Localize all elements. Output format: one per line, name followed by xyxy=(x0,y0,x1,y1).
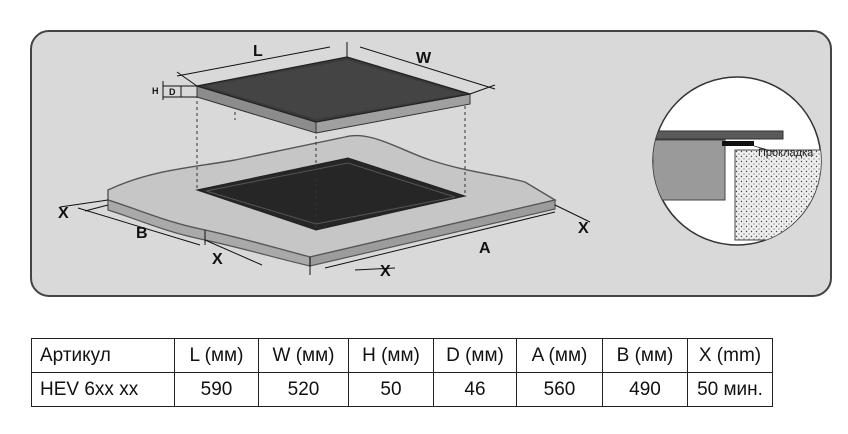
header-depth: D (мм) xyxy=(433,338,517,373)
cell-depth: 46 xyxy=(433,372,517,407)
label-width: W xyxy=(416,50,432,67)
detail-hob-glass xyxy=(653,130,784,140)
label-height: H xyxy=(152,86,159,96)
header-height: H (мм) xyxy=(348,338,434,373)
label-clearance-right: X xyxy=(578,220,589,237)
cell-clearance: 50 мин. xyxy=(687,372,773,407)
label-depth: D xyxy=(169,87,176,97)
detail-circle: Прокладка xyxy=(652,76,822,246)
spec-table: Артикул L (мм) W (мм) H (мм) D (мм) A (м… xyxy=(31,338,773,407)
label-length: L xyxy=(253,43,263,60)
cutout-inner-wall xyxy=(205,162,456,225)
header-length: L (мм) xyxy=(174,338,259,373)
cell-cutout-a: 560 xyxy=(516,372,603,407)
installation-diagram: L W H D X B X X A X Прокладка xyxy=(30,30,832,297)
cell-article: HEV 6xx xx xyxy=(31,372,175,407)
cell-length: 590 xyxy=(174,372,259,407)
cell-width: 520 xyxy=(258,372,349,407)
cell-cutout-b: 490 xyxy=(602,372,688,407)
label-clearance-front: X xyxy=(380,263,391,280)
header-article: Артикул xyxy=(31,338,175,373)
header-cutout-b: B (мм) xyxy=(602,338,688,373)
cutout-opening xyxy=(195,157,467,231)
label-cutout-a: A xyxy=(479,240,491,257)
header-cutout-a: A (мм) xyxy=(516,338,603,373)
cell-height: 50 xyxy=(348,372,434,407)
gasket-label: Прокладка xyxy=(758,147,814,159)
header-width: W (мм) xyxy=(258,338,349,373)
header-clearance: X (mm) xyxy=(687,338,773,373)
hob-glass-highlight xyxy=(205,60,462,119)
table-header-row: Артикул L (мм) W (мм) H (мм) D (мм) A (м… xyxy=(31,338,773,373)
label-clearance-left: X xyxy=(58,205,69,222)
dimension-lines xyxy=(59,42,591,275)
label-clearance-front-left: X xyxy=(212,251,223,268)
detail-gasket xyxy=(722,141,754,146)
detail-countertop-left xyxy=(653,139,726,201)
projection-lines xyxy=(196,95,466,228)
table-row: HEV 6xx xx 590 520 50 46 560 490 50 мин. xyxy=(31,372,773,407)
label-cutout-b: B xyxy=(136,225,148,242)
